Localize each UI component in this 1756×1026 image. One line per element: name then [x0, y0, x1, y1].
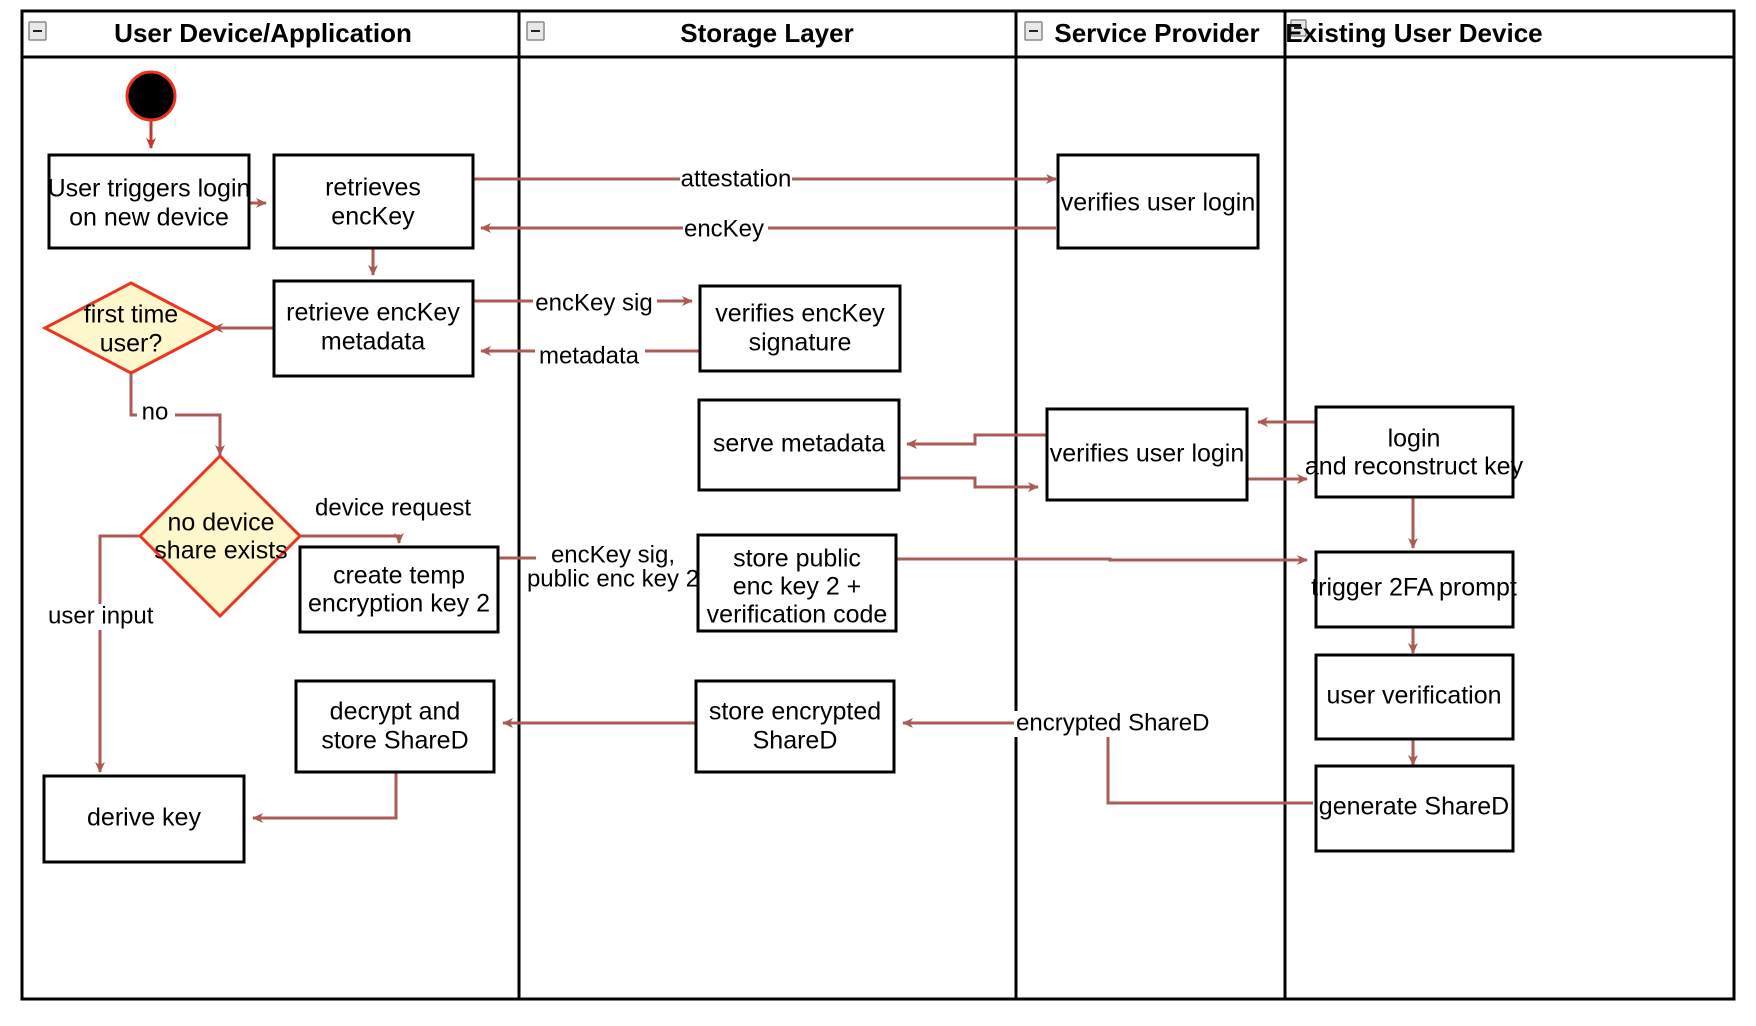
edge-label-user-input: user input: [48, 602, 154, 629]
node-label-line: no device: [167, 509, 274, 537]
minus-icon[interactable]: [1024, 21, 1043, 41]
minus-icon[interactable]: [1290, 19, 1307, 37]
edge-label-enckey-sig-pubkey2-line1: encKey sig,: [551, 541, 675, 568]
node-label-line: create temp: [333, 562, 465, 590]
edge-decrypt-to-derive-key: [252, 772, 398, 823]
node-label-line: generate ShareD: [1319, 793, 1509, 821]
node-label-line: User triggers login: [48, 175, 251, 203]
edge-label-no: no: [142, 398, 169, 425]
node-retrieves-enckey[interactable]: retrieves encKey: [272, 153, 475, 250]
node-label-line: user?: [100, 330, 163, 358]
node-label-line: encKey: [331, 203, 415, 231]
node-label-line: verifies encKey: [715, 300, 885, 328]
node-user-verification[interactable]: user verification: [1314, 653, 1515, 741]
node-label-line: store public: [733, 545, 861, 573]
node-create-temp-encryption-key-2[interactable]: create temp encryption key 2: [298, 545, 500, 634]
node-retrieve-enckey-metadata[interactable]: retrieve encKey metadata: [272, 279, 475, 378]
node-decrypt-and-store-shared[interactable]: decrypt and store ShareD: [294, 679, 496, 774]
edge-label-enckey-sig: encKey sig: [535, 289, 652, 316]
edge-label-enckey-sig-pubkey2-line2: public enc key 2: [527, 565, 699, 592]
node-label-line: store ShareD: [321, 727, 468, 755]
lane-title-existing-user-device: Existing User Device: [1285, 18, 1542, 48]
node-label-line: metadata: [321, 328, 425, 356]
node-trigger-2fa-prompt[interactable]: trigger 2FA prompt: [1311, 550, 1517, 629]
edge-label-enckey: encKey: [684, 215, 764, 242]
edge-encrypted-shared: [902, 718, 1313, 805]
node-label-line: enc key 2 +: [733, 573, 862, 601]
edge-label-encrypted-shared: encrypted ShareD: [1016, 709, 1209, 736]
node-store-encrypted-shared[interactable]: store encrypted ShareD: [694, 679, 896, 774]
node-verifies-user-login-middle[interactable]: verifies user login: [1045, 407, 1249, 502]
lane-header-service-provider[interactable]: Service Provider: [1024, 18, 1260, 48]
node-no-device-share-exists-decision[interactable]: no device share exists: [137, 453, 303, 619]
edge-device-request: [299, 533, 404, 544]
node-serve-metadata[interactable]: serve metadata: [697, 398, 901, 492]
node-label-line: retrieves: [325, 174, 421, 202]
node-label-line: user verification: [1326, 682, 1501, 710]
edge-labels: attestation encKey encKey sig metadata n…: [46, 165, 1209, 737]
node-label-line: derive key: [87, 804, 201, 832]
lane-title-service-provider: Service Provider: [1054, 18, 1259, 48]
edge-label-metadata: metadata: [539, 342, 640, 369]
node-label-line: decrypt and: [330, 698, 461, 726]
node-label-line: store encrypted: [709, 698, 881, 726]
minus-icon[interactable]: [526, 21, 545, 41]
edges: [95, 119, 1418, 823]
edge-store-pubkey-to-2fa: [895, 555, 1308, 565]
node-first-time-user-decision[interactable]: first time user?: [41, 281, 221, 375]
minus-icon[interactable]: [28, 21, 47, 41]
edge-label-device-request: device request: [315, 494, 471, 521]
node-label-line: verifies user login: [1061, 189, 1256, 217]
node-generate-shared[interactable]: generate ShareD: [1314, 764, 1515, 853]
edge-serve-metadata-to-sp: [899, 476, 1039, 492]
edge-no-branch: [129, 372, 225, 456]
node-label-line: trigger 2FA prompt: [1311, 574, 1517, 602]
node-label-line: ShareD: [753, 727, 838, 755]
node-login-and-reconstruct-key[interactable]: login and reconstruct key: [1305, 405, 1524, 499]
node-store-public-enc-key-2[interactable]: store public enc key 2 + verification co…: [696, 533, 898, 633]
node-verifies-user-login-top[interactable]: verifies user login: [1056, 153, 1260, 250]
lane-header-existing-user-device[interactable]: Existing User Device: [1285, 18, 1542, 48]
edge-label-attestation: attestation: [681, 165, 792, 192]
node-label-line: retrieve encKey: [286, 299, 460, 327]
node-label-line: first time: [84, 301, 178, 329]
node-verifies-enckey-signature[interactable]: verifies encKey signature: [698, 284, 902, 373]
node-label-line: and reconstruct key: [1305, 453, 1524, 481]
node-label-line: on new device: [69, 204, 229, 232]
initial-node[interactable]: [125, 70, 177, 122]
node-label-line: encryption key 2: [308, 590, 490, 618]
node-label-line: signature: [749, 329, 852, 357]
lane-title-storage-layer: Storage Layer: [680, 18, 853, 48]
node-label-line: login: [1388, 425, 1441, 453]
node-label-line: serve metadata: [713, 430, 885, 458]
node-label-line: verifies user login: [1050, 440, 1245, 468]
lane-header-storage-layer[interactable]: Storage Layer: [526, 18, 854, 48]
node-label-line: share exists: [154, 537, 287, 565]
lane-title-user-device: User Device/Application: [114, 18, 412, 48]
node-derive-key[interactable]: derive key: [42, 774, 246, 864]
edge-sp-to-serve-metadata: [906, 433, 1046, 449]
lane-header-user-device[interactable]: User Device/Application: [28, 18, 412, 48]
node-label-line: verification code: [707, 601, 888, 629]
node-user-triggers-login[interactable]: User triggers login on new device: [47, 153, 251, 250]
edge-user-input: [95, 534, 142, 773]
